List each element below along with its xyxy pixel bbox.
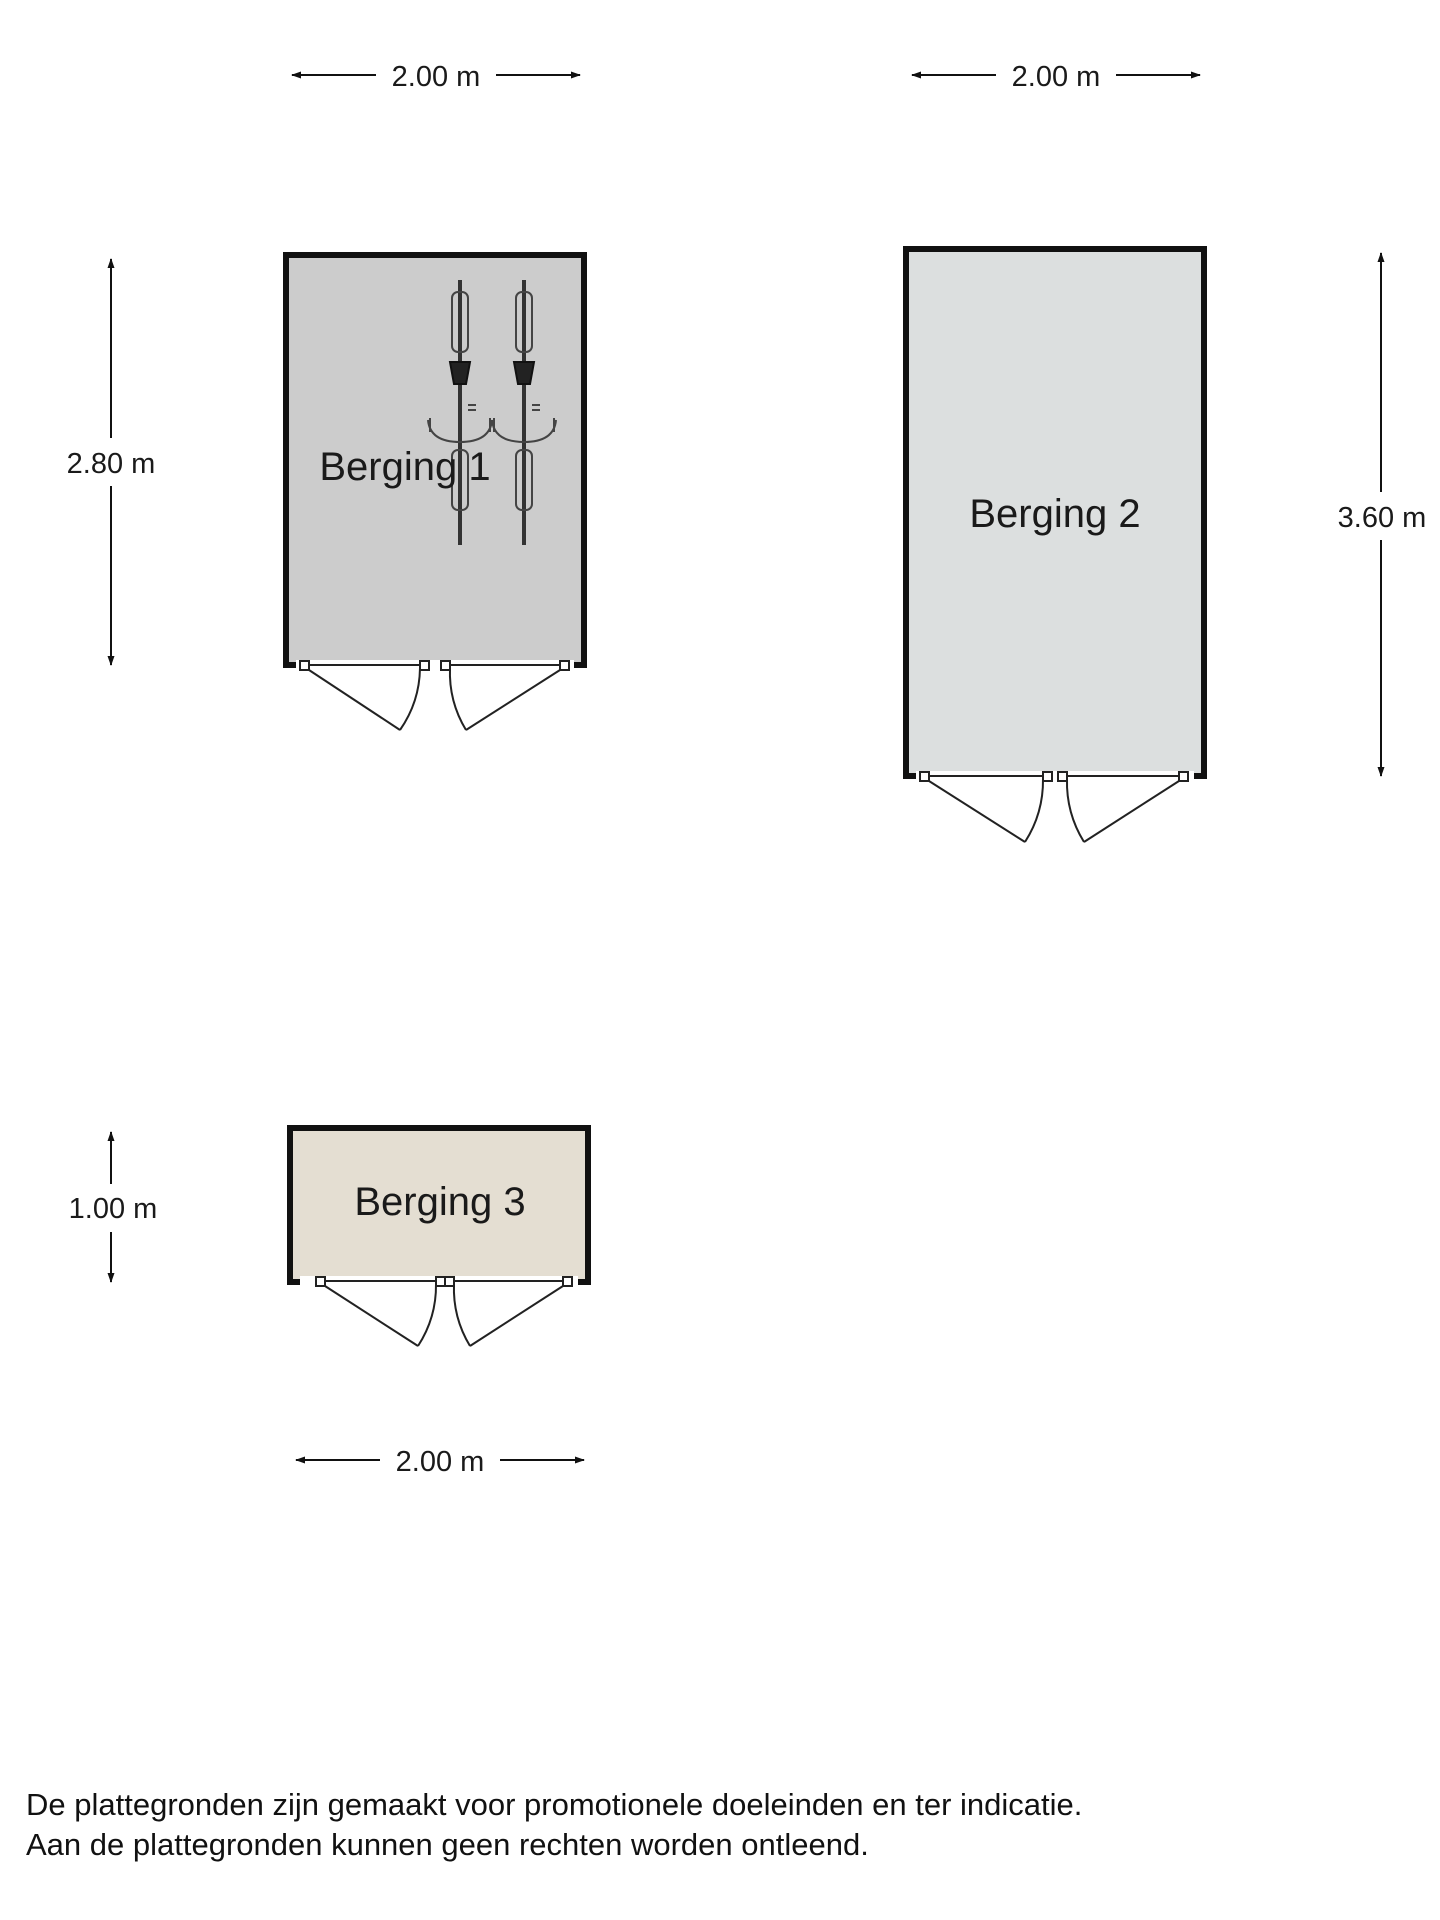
dimension-label: 2.00 m xyxy=(396,1446,485,1478)
double-door xyxy=(916,771,1194,843)
dimension-label: 2.00 m xyxy=(392,61,481,93)
disclaimer-line: Aan de plattegronden kunnen geen rechten… xyxy=(26,1827,869,1862)
dimension-label: 3.60 m xyxy=(1338,502,1427,534)
bicycle-icon xyxy=(427,280,557,545)
room-label: Berging 3 xyxy=(354,1180,525,1224)
double-door xyxy=(300,1276,578,1347)
dimension-label: 1.00 m xyxy=(69,1193,158,1225)
room-berging-1: Berging 1 xyxy=(283,252,587,731)
dimension-label: 2.80 m xyxy=(67,448,156,480)
room-berging-3: Berging 3 xyxy=(287,1125,591,1347)
double-door xyxy=(296,660,574,731)
room-berging-2: Berging 2 xyxy=(903,246,1207,843)
room-label: Berging 2 xyxy=(969,492,1140,536)
dimension-label: 2.00 m xyxy=(1012,61,1101,93)
disclaimer-line: De plattegronden zijn gemaakt voor promo… xyxy=(26,1787,1083,1822)
room-berging-3-floor xyxy=(287,1125,591,1285)
room-berging-1-floor xyxy=(283,252,587,668)
disclaimer: De plattegronden zijn gemaakt voor promo… xyxy=(26,1785,1082,1865)
dimension-line xyxy=(107,71,1385,1464)
room-label: Berging 1 xyxy=(319,445,490,489)
